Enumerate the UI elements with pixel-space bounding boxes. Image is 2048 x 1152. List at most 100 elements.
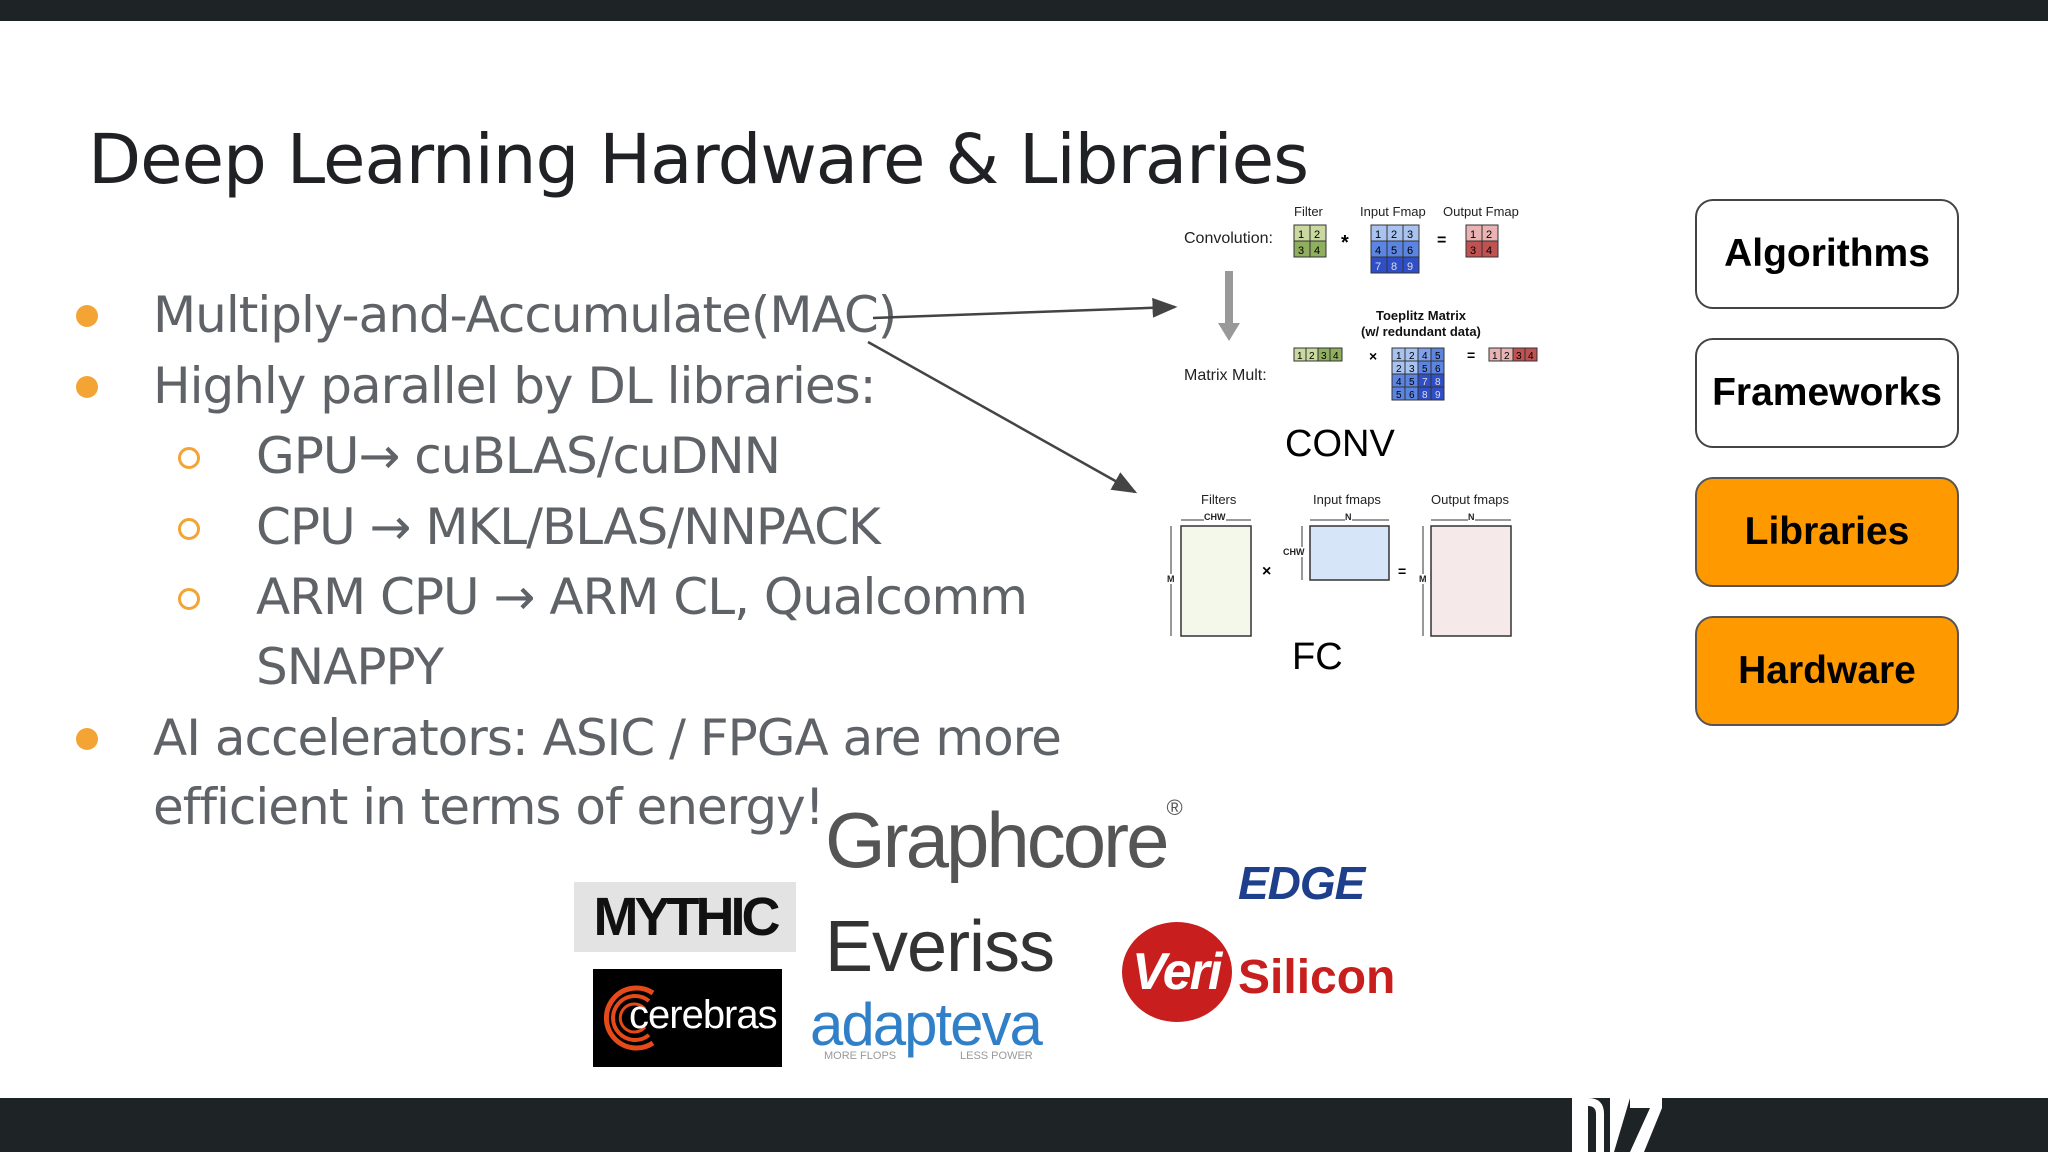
subbullet-ring-1 xyxy=(178,447,200,469)
cerebras-swirl-icon xyxy=(603,985,655,1051)
svg-text:8: 8 xyxy=(1391,261,1397,273)
svg-text:2: 2 xyxy=(1396,364,1402,375)
svg-text:2: 2 xyxy=(1504,351,1510,362)
toeplitz-sublabel: (w/ redundant data) xyxy=(1361,324,1481,339)
fc-diagram: × = xyxy=(1170,519,1512,637)
svg-text:5: 5 xyxy=(1409,377,1415,388)
bottom-bar xyxy=(0,1098,2048,1152)
svg-text:1: 1 xyxy=(1297,351,1303,362)
stack-frameworks: Frameworks xyxy=(1695,338,1959,448)
stack-hardware: Hardware xyxy=(1695,616,1959,726)
fc-n-input: N xyxy=(1345,512,1352,522)
arrow-to-conv xyxy=(872,297,1178,320)
svg-text:5: 5 xyxy=(1422,364,1428,375)
down-arrow-head xyxy=(1218,323,1240,341)
svg-text:4: 4 xyxy=(1422,351,1428,362)
svg-text:1: 1 xyxy=(1470,229,1476,241)
svg-text:3: 3 xyxy=(1409,364,1415,375)
output-fmaps-label: Output fmaps xyxy=(1431,492,1510,507)
svg-text:=: = xyxy=(1398,563,1406,579)
fc-n-output: N xyxy=(1468,512,1475,522)
fc-filters-matrix xyxy=(1180,525,1252,637)
graphcore-logo: Graphcore® xyxy=(825,795,1183,886)
svg-text:7: 7 xyxy=(1422,377,1428,388)
svg-text:1: 1 xyxy=(1396,351,1402,362)
subbullet-ring-3 xyxy=(178,588,200,610)
svg-text:4: 4 xyxy=(1333,351,1339,362)
svg-text:6: 6 xyxy=(1435,364,1441,375)
subbullet-cpu: CPU → MKL/BLAS/NNPACK xyxy=(256,498,881,556)
adapteva-logo: adapteva MORE FLOPS LESS POWER xyxy=(810,990,1060,1070)
svg-text:3: 3 xyxy=(1321,351,1327,362)
filters-label: Filters xyxy=(1201,492,1237,507)
svg-text:4: 4 xyxy=(1486,245,1492,257)
slide-title: Deep Learning Hardware & Libraries xyxy=(88,120,1309,200)
svg-text:9: 9 xyxy=(1435,390,1441,401)
adapteva-tag-right: LESS POWER xyxy=(960,1050,1033,1062)
subbullet-arm-cont: SNAPPY xyxy=(256,638,444,696)
fc-caption: FC xyxy=(1292,636,1343,678)
edge-logo: EDGE xyxy=(1238,857,1365,909)
svg-text:6: 6 xyxy=(1409,390,1415,401)
svg-text:2: 2 xyxy=(1314,229,1320,241)
convolution-label: Convolution: xyxy=(1184,230,1273,247)
subbullet-arm: ARM CPU → ARM CL, Qualcomm xyxy=(256,568,1028,626)
svg-text:8: 8 xyxy=(1435,377,1441,388)
svg-text:2: 2 xyxy=(1391,229,1397,241)
svg-text:7: 7 xyxy=(1375,261,1381,273)
subbullet-gpu: GPU→ cuBLAS/cuDNN xyxy=(256,427,781,485)
input-fmap-label: Input Fmap xyxy=(1360,204,1426,219)
corner-logo-icon xyxy=(1572,1098,1662,1152)
svg-text:4: 4 xyxy=(1375,245,1381,257)
toeplitz-matrix: 1 2 4 5 2 3 5 6 4 5 7 8 5 6 8 9 xyxy=(1391,347,1445,401)
svg-text:4: 4 xyxy=(1396,377,1402,388)
adapteva-tag-left: MORE FLOPS xyxy=(824,1050,897,1062)
bullet-dot-1 xyxy=(76,305,98,327)
cerebras-wordmark: cerebras xyxy=(629,993,778,1037)
svg-text:=: = xyxy=(1437,232,1446,249)
bullet-dot-2 xyxy=(76,376,98,398)
top-bar xyxy=(0,0,2048,21)
matrix-mult-diagram: 1 2 3 4 × 1 2 4 5 2 3 5 6 4 5 7 8 5 6 xyxy=(1293,347,1538,401)
bullet-dot-3 xyxy=(76,728,98,750)
bullet-parallel: Highly parallel by DL libraries: xyxy=(153,357,876,415)
matrix-mult-label: Matrix Mult: xyxy=(1184,367,1267,384)
fc-input-matrix xyxy=(1309,525,1390,581)
output-fmap-matrix: 1 2 3 4 xyxy=(1465,224,1499,258)
mythic-wordmark: MYTHIC xyxy=(593,887,781,947)
output-fmap-label: Output Fmap xyxy=(1443,204,1519,219)
svg-text:2: 2 xyxy=(1309,351,1315,362)
svg-text:9: 9 xyxy=(1407,261,1413,273)
subbullet-ring-2 xyxy=(178,518,200,540)
svg-text:1: 1 xyxy=(1492,351,1498,362)
filter-label: Filter xyxy=(1294,204,1323,219)
verisilicon-circle xyxy=(1122,922,1232,1022)
svg-text:2: 2 xyxy=(1486,229,1492,241)
svg-text:=: = xyxy=(1467,347,1475,363)
cerebras-logo: cerebras xyxy=(593,969,782,1067)
svg-text:2: 2 xyxy=(1409,351,1415,362)
fc-m-left: M xyxy=(1167,574,1175,584)
everiss-logo: Everiss xyxy=(825,907,1055,987)
verisilicon-logo: Veri Silicon xyxy=(1120,920,1420,1024)
svg-text:5: 5 xyxy=(1391,245,1397,257)
svg-text:5: 5 xyxy=(1396,390,1402,401)
svg-text:6: 6 xyxy=(1407,245,1413,257)
svg-text:*: * xyxy=(1341,232,1349,254)
fc-output-matrix xyxy=(1430,525,1512,637)
output-row: 1 2 3 4 xyxy=(1488,347,1538,362)
fc-chw-side: CHW xyxy=(1283,547,1305,557)
arrow-to-fc xyxy=(867,340,1138,494)
input-fmap-matrix: 1 2 3 4 5 6 7 8 9 xyxy=(1370,224,1420,274)
verisilicon-veri: Veri xyxy=(1132,943,1222,1001)
filter-matrix: 1 2 3 4 xyxy=(1293,224,1327,258)
graphcore-registered-mark: ® xyxy=(1166,795,1183,820)
toeplitz-label: Toeplitz Matrix xyxy=(1376,308,1467,323)
svg-text:×: × xyxy=(1262,563,1271,580)
adapteva-wordmark: adapteva xyxy=(810,991,1043,1058)
bullet-accelerators-cont: efficient in terms of energy! xyxy=(153,778,825,836)
fc-chw-top: CHW xyxy=(1204,512,1226,522)
stack-libraries: Libraries xyxy=(1695,477,1959,587)
svg-text:×: × xyxy=(1369,348,1377,364)
svg-text:4: 4 xyxy=(1314,245,1320,257)
